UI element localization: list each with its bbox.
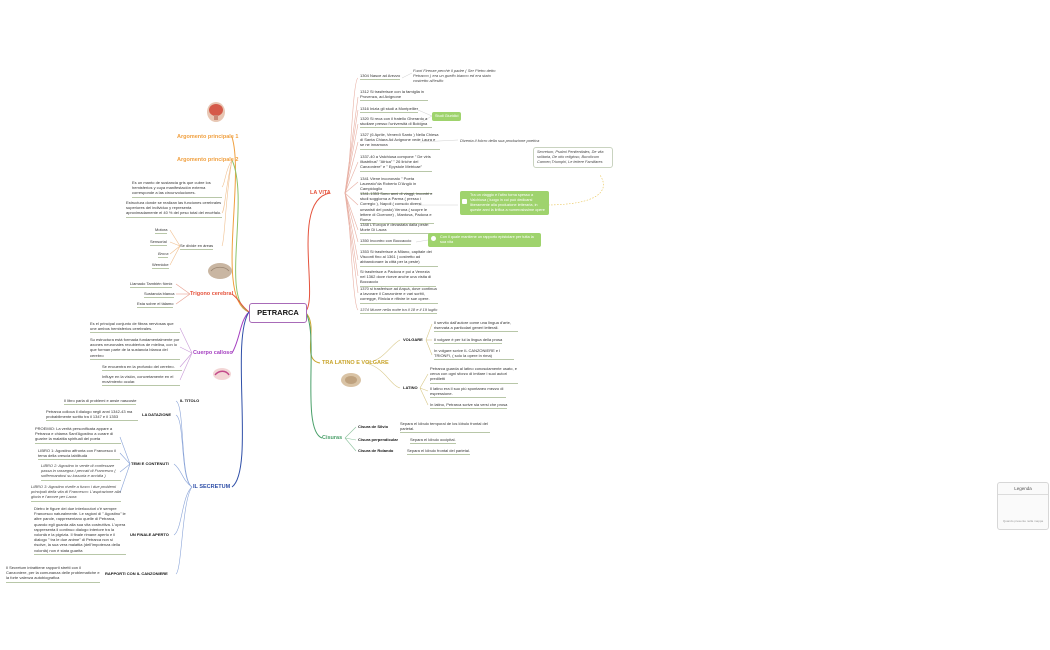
viaggi-valchiusa-node[interactable]: Tra un viaggio e l'altro torna spesso a …: [460, 191, 549, 215]
trigono-llamado-node[interactable]: Llamado También fórnix: [130, 281, 173, 289]
secretum-temi[interactable]: TEMI E CONTENUTI: [131, 461, 169, 466]
boccaccio-node[interactable]: Con il quale mantiene un rapporto episto…: [428, 233, 541, 247]
branch-cisuras[interactable]: Cisuras: [322, 435, 343, 441]
vita-1327[interactable]: 1327 (6 Aprile, Venerdì Santo ) Nella Ch…: [360, 132, 440, 150]
arg2-estructura-node[interactable]: Estructura donde se realizan las funcion…: [126, 200, 222, 218]
brain-side-image: [207, 262, 233, 280]
latino-desc-3[interactable]: In latino, Petrarca scrive sia versi che…: [430, 402, 508, 410]
cisura-perpendicular-desc[interactable]: Separa el lóbulo occipital.: [410, 437, 456, 445]
volgare-node[interactable]: VOLGARE: [403, 337, 423, 342]
cuerpo-node-2[interactable]: Su estructura está formada fundamentalme…: [90, 337, 180, 360]
vita-1312[interactable]: 1312 Si trasferisce con la famiglia in P…: [360, 89, 428, 102]
cisura-silvio-desc[interactable]: Separa el lóbulo temporal de los lóbulo …: [400, 421, 490, 434]
latino-node[interactable]: LATINO: [403, 385, 418, 390]
latino-desc-2[interactable]: Il latino era il suo più spontaneo mezzo…: [430, 386, 506, 399]
secretum-titolo[interactable]: IL TITOLO: [180, 398, 200, 403]
house-icon: [462, 199, 467, 204]
cisura-rolando[interactable]: Cisura de Rolando: [358, 448, 394, 453]
brain-top-image: [206, 101, 226, 123]
legend-divider: [998, 494, 1048, 495]
secretum-datazione-desc[interactable]: Petrarca colloca il dialogo negli anni 1…: [46, 409, 138, 422]
cisura-silvio[interactable]: Cisura de Silvio: [358, 424, 389, 429]
secretum-libro3[interactable]: LIBRO 3: Agostino rivelle a fuoco i due …: [31, 484, 121, 502]
branch-latino-volgare[interactable]: TRA LATINO E VOLGARE: [322, 360, 389, 366]
arg2-divide-node[interactable]: Se divide en áreas: [180, 243, 214, 251]
corpus-callosum-image: [212, 367, 232, 381]
trigono-esta-node[interactable]: Esta sobre el tálamo: [137, 301, 174, 309]
vita-1374[interactable]: 1374 Muore nella notte tra il 18 e il 19…: [360, 307, 438, 315]
vita-1341-1353[interactable]: 1341-1353 Sono anni di viaggi, incontri …: [360, 191, 434, 225]
area-motora-node[interactable]: Motora: [155, 227, 168, 235]
branch-argomento-2[interactable]: Argomento principale 2: [177, 157, 239, 163]
vita-1304[interactable]: 1304 Nasce ad Arezzo: [360, 73, 401, 81]
studi-giuridici-node[interactable]: Studi Giuridici: [432, 112, 462, 121]
volgare-desc-1[interactable]: Il servito dall'autore come una lingua d…: [434, 320, 518, 333]
vita-1348[interactable]: 1348 L'Europa è devastata dalla peste: M…: [360, 222, 432, 235]
central-topic[interactable]: PETRARCA: [249, 303, 307, 323]
secretum-finale-desc[interactable]: Dietro le figure dei due interlocutori c…: [34, 506, 126, 555]
secretum-libro2[interactable]: LIBRO 2: Agostino in verde di confessare…: [41, 463, 121, 481]
vita-1350[interactable]: 1350 Incontro con Boccaccio: [360, 238, 412, 246]
secretum-datazione[interactable]: LA DATAZIONE: [142, 412, 172, 417]
cisura-rolando-desc[interactable]: Separa el lóbulo frontal del parietal.: [407, 448, 470, 456]
latino-desc-1[interactable]: Petrarca guarda al latino conosciamente …: [430, 366, 518, 384]
trigono-sustancia-node[interactable]: Sustancia blanca: [144, 291, 175, 299]
cisura-perpendicular[interactable]: Cisura perpendicular: [358, 437, 399, 442]
vita-1341[interactable]: 1341 Viene incoronato " Poeta Laureato"d…: [360, 176, 432, 194]
cuerpo-node-1[interactable]: Es el principal conjunto de fibras nervi…: [90, 321, 180, 334]
secretum-finale[interactable]: UN FINALE APERTO: [130, 532, 169, 537]
people-icon: [431, 236, 436, 241]
branch-argomento-1[interactable]: Argomento principale 1: [177, 134, 239, 140]
area-sensorial-node[interactable]: Sensorial: [150, 239, 167, 247]
secretum-rapporti[interactable]: RAPPORTI CON IL CANZONIERE: [105, 571, 168, 576]
secretum-rapporti-desc[interactable]: Il Secretum intrattiene rapporti stretti…: [6, 565, 100, 583]
branch-trigono[interactable]: Trigono cerebral: [190, 291, 234, 297]
vita-1320[interactable]: 1320 Si reca con il fratello Gherardo a …: [360, 116, 432, 129]
volgare-desc-2[interactable]: Il volgare è per lui la lingua della pro…: [434, 337, 503, 345]
vita-1316[interactable]: 1316 Inizia gli studi a Montpellier: [360, 106, 419, 114]
volgare-desc-3[interactable]: In volgare scrive IL CANZONIERE e I TRIO…: [434, 348, 514, 361]
branch-cuerpo-calloso[interactable]: Cuerpo calloso: [193, 350, 233, 356]
area-wernicke-node[interactable]: Wernicke: [152, 262, 169, 270]
vita-1361[interactable]: Si trasferisce a Padova e poi a Venezia …: [360, 269, 436, 287]
vita-1353[interactable]: 1353 Si trasferisce a Milano, capitale d…: [360, 249, 438, 267]
cuerpo-node-3[interactable]: Se encuentra en la profundo del cerebro.: [102, 364, 182, 372]
area-broca-node[interactable]: Broca: [158, 251, 169, 259]
vita-1304-note[interactable]: Fuori Firenze perchè il padre ( Ser Piet…: [413, 68, 496, 84]
secretum-titolo-desc[interactable]: Il libro parla di problemi e ansie nasco…: [64, 398, 137, 406]
legend-panel[interactable]: Legenda Quando presente nella mappa: [997, 482, 1049, 530]
secretum-libro1[interactable]: LIBRO 1: Agostino affronta con Francesco…: [38, 448, 120, 461]
legend-title: Legenda: [1014, 486, 1032, 491]
brain-mini-image: [340, 372, 362, 388]
opere-note[interactable]: Secretum, Psalmi Penitentiales, De vita …: [533, 147, 613, 168]
branch-secretum[interactable]: IL SECRETUM: [193, 484, 231, 490]
secretum-proemio[interactable]: PROEMIO: La verità personificata appare …: [35, 426, 121, 444]
vita-1337[interactable]: 1337-40 a Valchiusa compone " De viris i…: [360, 154, 432, 172]
legend-empty-text: Quando presente nella mappa: [1002, 519, 1044, 523]
branch-la-vita[interactable]: LA VITA: [310, 190, 331, 196]
vita-1370[interactable]: 1370 si trasferisce ad Arquà, dove conti…: [360, 286, 438, 304]
vita-1327-note[interactable]: Diventa il fulcro della sua produzione p…: [460, 138, 540, 143]
cuerpo-node-4[interactable]: Influye en la visión, concretamente en e…: [102, 374, 180, 387]
arg2-es-node[interactable]: Es un manto de sustancia gris que cubre …: [132, 180, 222, 198]
